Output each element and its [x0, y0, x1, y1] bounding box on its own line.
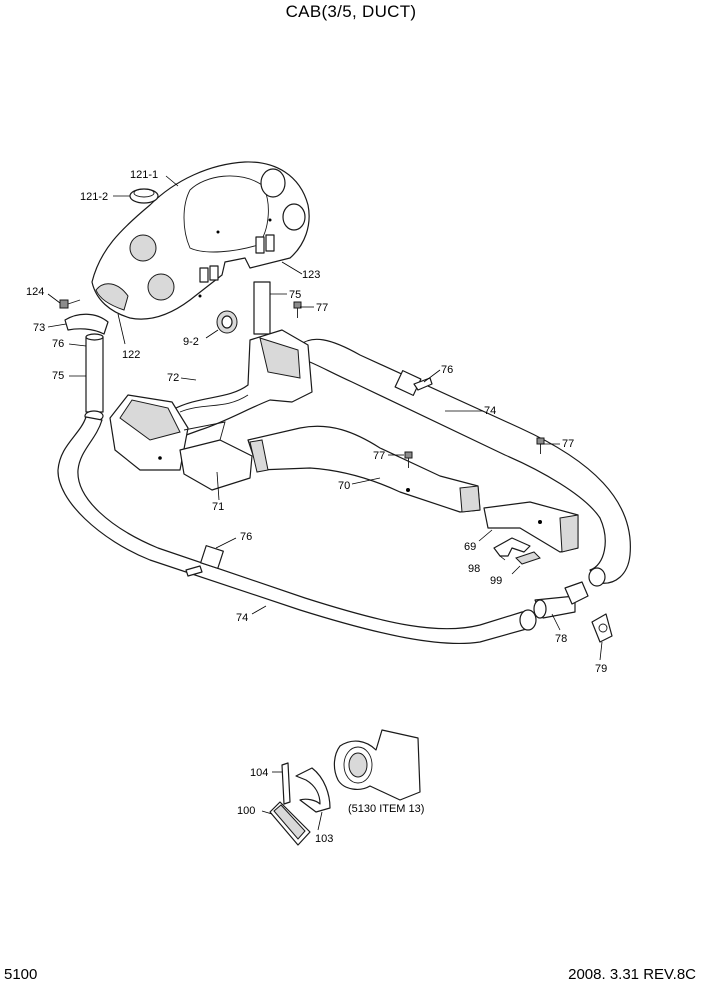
callout-104: 104: [250, 767, 268, 779]
t-joint-part: [533, 581, 589, 619]
screw-77-a-part: [293, 301, 302, 318]
cap-part: [129, 188, 159, 204]
clip-part: [413, 377, 433, 391]
reference-note: (5130 ITEM 13): [348, 803, 424, 815]
callout-122: 122: [122, 349, 140, 361]
callout-76-c: 76: [240, 531, 252, 543]
callout-78: 78: [555, 633, 567, 645]
screw-77-b-part: [404, 451, 413, 468]
instrument-panel-part: [91, 161, 310, 320]
revision-date: 2008. 3.31 REV.8C: [568, 966, 696, 983]
filter-100-part: [269, 801, 311, 846]
callout-99: 99: [490, 575, 502, 587]
callout-98: 98: [468, 563, 480, 575]
callout-77-c: 77: [373, 450, 385, 462]
callout-123: 123: [302, 269, 320, 281]
hose-center-part: [253, 281, 271, 335]
callout-76-b: 76: [441, 364, 453, 376]
callout-72: 72: [167, 372, 179, 384]
duct-70-part: [247, 425, 481, 513]
leader-lines: [47, 175, 603, 831]
elbow-duct-part: [333, 729, 421, 801]
bracket-part: [64, 313, 109, 335]
clip-98-part: [493, 537, 531, 557]
callout-69: 69: [464, 541, 476, 553]
callout-74-b: 74: [236, 612, 248, 624]
callout-75-b: 75: [289, 289, 301, 301]
clip-lower-part: [185, 565, 203, 577]
callout-77-a: 77: [316, 302, 328, 314]
callout-103: 103: [315, 833, 333, 845]
callout-76-a: 76: [52, 338, 64, 350]
hose-left-part: [84, 333, 104, 422]
callout-70: 70: [338, 480, 350, 492]
page-number: 5100: [4, 966, 38, 983]
callout-77-b: 77: [562, 438, 574, 450]
callout-121-2: 121-2: [80, 191, 108, 203]
duct-69-part: [483, 501, 579, 553]
callout-121-1: 121-1: [130, 169, 158, 181]
duct-end-part: [109, 394, 253, 491]
callout-79: 79: [595, 663, 607, 675]
callout-75-a: 75: [52, 370, 64, 382]
callout-73: 73: [33, 322, 45, 334]
bolt-part: [59, 299, 81, 309]
clamp-part: [591, 613, 613, 643]
callout-9-2: 9-2: [183, 336, 199, 348]
pad-99-part: [515, 551, 541, 565]
strip-104-part: [281, 762, 291, 805]
gasket-103-part: [295, 767, 331, 813]
callout-74-a: 74: [484, 405, 496, 417]
callout-124: 124: [26, 286, 44, 298]
callout-100: 100: [237, 805, 255, 817]
grommet-part: [216, 310, 238, 334]
page-title: CAB(3/5, DUCT): [285, 2, 417, 21]
callout-71: 71: [212, 501, 224, 513]
